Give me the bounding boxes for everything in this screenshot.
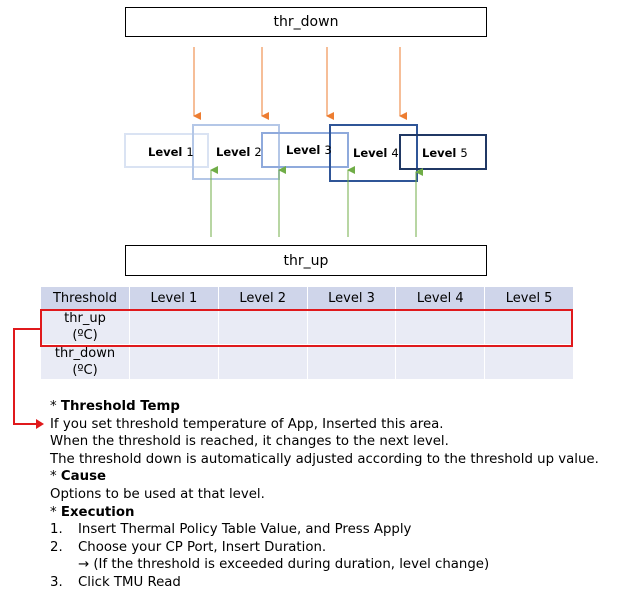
header-level-1: Level 1 <box>129 286 219 310</box>
header-level-4: Level 4 <box>395 286 486 310</box>
cause-line-1: Options to be used at that level. <box>50 486 265 502</box>
callout-connector <box>13 328 44 429</box>
row-label-thr-up: thr_up (ºC) <box>40 309 130 345</box>
table-row-thr-down: thr_down (ºC) <box>40 344 574 380</box>
threshold-temp-heading: * Threshold Temp <box>50 399 180 414</box>
execution-step-3: 3.Click TMU Read <box>50 574 181 590</box>
header-level-2: Level 2 <box>217 286 308 310</box>
thr-down-level-3-cell <box>306 344 397 380</box>
thr-down-level-5-cell <box>484 344 574 380</box>
header-level-3: Level 3 <box>306 286 397 310</box>
threshold-table: Threshold Level 1 Level 2 Level 3 Level … <box>40 286 574 380</box>
thr-up-box: thr_up <box>125 245 487 276</box>
table-header-row: Threshold Level 1 Level 2 Level 3 Level … <box>40 286 574 310</box>
execution-step-2-sub: → (If the threshold is exceeded during d… <box>78 557 490 573</box>
thr-down-box: thr_down <box>125 7 487 37</box>
header-threshold: Threshold <box>40 286 130 310</box>
cause-heading: * Cause <box>50 469 107 485</box>
threshold-level-diagram <box>124 47 487 237</box>
thr-up-label: thr_up <box>283 252 329 269</box>
execution-heading: * Execution <box>50 504 135 520</box>
level-2-box <box>192 124 280 180</box>
thr-down-label: thr_down <box>273 14 339 30</box>
thr-up-level-2-cell[interactable] <box>217 309 308 345</box>
notes-section: * Threshold Temp If you set threshold te… <box>50 398 628 592</box>
thr-down-level-1-cell <box>129 344 219 380</box>
threshold-temp-line-1: If you set threshold temperature of App,… <box>50 416 444 432</box>
execution-step-1: 1.Insert Thermal Policy Table Value, and… <box>50 522 412 538</box>
row-label-thr-down: thr_down (ºC) <box>40 344 130 380</box>
execution-step-2: 2.Choose your CP Port, Insert Duration. <box>50 539 327 555</box>
thr-up-level-3-cell[interactable] <box>306 309 397 345</box>
threshold-temp-line-2: When the threshold is reached, it change… <box>50 434 449 450</box>
level-3-label: Level 3 <box>286 143 332 157</box>
header-level-5: Level 5 <box>484 286 574 310</box>
level-5-label: Level 5 <box>422 146 468 160</box>
level-2-label: Level 2 <box>216 145 262 159</box>
level-4-box <box>329 124 418 182</box>
threshold-temp-line-3: The threshold down is automatically adju… <box>50 451 599 467</box>
level-1-label: Level 1 <box>148 145 194 159</box>
level-1-box <box>124 133 209 168</box>
level-4-label: Level 4 <box>353 146 399 160</box>
thr-up-level-4-cell[interactable] <box>395 309 486 345</box>
level-3-box <box>261 132 349 168</box>
thr-down-level-4-cell <box>395 344 486 380</box>
thr-up-highlight-box <box>40 309 573 347</box>
level-5-box <box>399 134 487 170</box>
thr-down-level-2-cell <box>217 344 308 380</box>
